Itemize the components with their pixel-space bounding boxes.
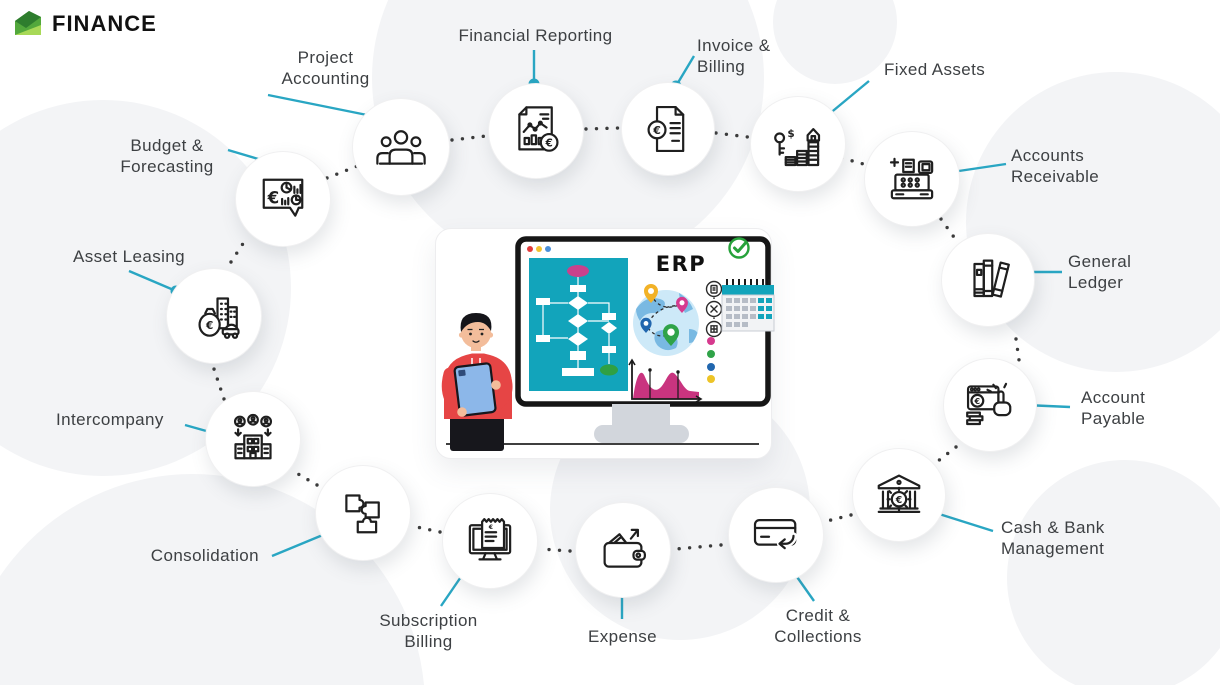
euro-glyph: € <box>974 397 981 406</box>
node-budget-forecasting: € <box>235 151 331 247</box>
globe-icon <box>633 284 699 356</box>
euro-glyph: € <box>205 320 213 332</box>
label-financial-reporting: Financial Reporting <box>458 26 613 45</box>
node-financial-reporting: € <box>488 83 584 179</box>
euro-glyph: € <box>267 188 280 207</box>
node-project-accounting <box>352 98 450 196</box>
invoice-euro-icon: € <box>641 102 695 156</box>
person-illustration <box>441 313 513 451</box>
label-fixed-assets: Fixed Assets <box>884 60 986 79</box>
node-asset-leasing: € <box>166 268 262 364</box>
node-account-payable: € <box>943 358 1037 452</box>
node-cash-bank-management: € <box>852 448 946 542</box>
dollar-glyph: $ <box>787 128 794 140</box>
finance-logo-icon <box>15 11 41 35</box>
monitor-receipt-icon: € <box>462 513 518 569</box>
monitor-stand-base <box>594 425 689 443</box>
label-general-ledger: General Ledger <box>1068 252 1132 293</box>
monitor: ERP <box>515 236 775 407</box>
calendar-icon <box>721 279 775 332</box>
node-accounts-receivable <box>864 131 960 227</box>
bank-gear-icon: € <box>872 468 926 522</box>
label-project-accounting: Project Accounting <box>281 48 370 89</box>
report-chart-icon: € <box>508 103 564 159</box>
center-illustration-card: ERP <box>435 228 775 459</box>
erp-screen-title: ERP <box>656 252 706 276</box>
node-intercompany <box>205 391 301 487</box>
map-pin-icons <box>640 284 688 346</box>
wallet-icon <box>595 522 651 578</box>
label-accounts-receivable: Accounts Receivable <box>1011 146 1100 187</box>
euro-glyph: € <box>895 495 902 506</box>
label-invoice-billing: Invoice & Billing <box>697 36 771 77</box>
node-expense <box>575 502 671 598</box>
finance-logo: FINANCE <box>12 8 157 40</box>
credit-card-return-icon <box>748 507 804 563</box>
label-cash-bank-management: Cash & Bank Management <box>1001 518 1105 559</box>
label-consolidation: Consolidation <box>150 546 259 565</box>
node-consolidation <box>315 465 411 561</box>
node-general-ledger <box>941 233 1035 327</box>
node-invoice-billing: € <box>621 82 715 176</box>
workflow-badge-icons <box>705 280 723 338</box>
label-budget-forecasting: Budget & Forecasting <box>120 136 214 177</box>
label-asset-leasing: Asset Leasing <box>73 247 185 266</box>
check-icon <box>728 237 750 259</box>
area-chart <box>628 358 703 403</box>
label-credit-collections: Credit & Collections <box>774 606 862 647</box>
label-account-payable: Account Payable <box>1081 388 1146 429</box>
legend-dots <box>707 337 715 383</box>
label-subscription-billing: Subscription Billing <box>379 611 478 652</box>
euro-chart-bubble-icon: € <box>255 171 311 227</box>
key-coins-house-icon: $ <box>770 128 826 172</box>
finance-logo-text: FINANCE <box>52 11 157 36</box>
tablet <box>453 362 497 417</box>
node-subscription-billing: € <box>442 493 538 589</box>
puzzle-icon <box>335 485 391 541</box>
background-blob <box>966 72 1220 372</box>
node-credit-collections <box>728 487 824 583</box>
people-group-icon <box>373 119 429 175</box>
online-payment-icon: € <box>963 378 1017 432</box>
background-blob <box>1007 460 1220 685</box>
euro-glyph: € <box>652 124 661 137</box>
moneybag-building-car-icon: € <box>186 288 242 344</box>
cash-register-icon <box>884 151 940 207</box>
erp-illustration: ERP <box>441 236 775 451</box>
label-intercompany: Intercompany <box>56 410 164 429</box>
company-people-icon <box>225 411 281 467</box>
euro-glyph: € <box>544 137 552 149</box>
node-fixed-assets: $ <box>750 96 846 192</box>
ledger-books-icon <box>961 253 1015 307</box>
label-expense: Expense <box>588 627 657 646</box>
euro-glyph: € <box>488 524 493 531</box>
